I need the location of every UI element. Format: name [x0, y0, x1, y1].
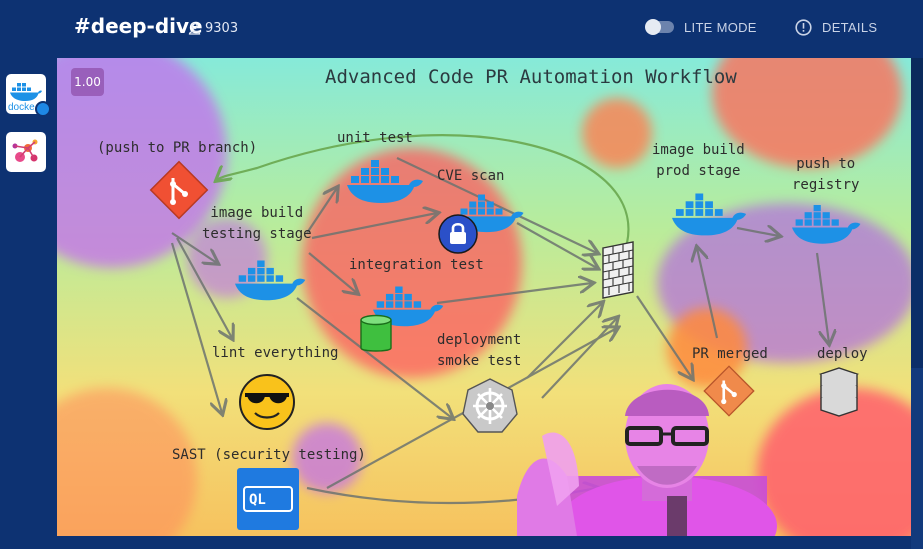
- label-push-pr: (push to PR branch): [97, 140, 258, 156]
- bg-blob: [292, 423, 362, 493]
- codeql-logo: QL: [237, 468, 299, 530]
- label-integration-test: integration test: [349, 257, 484, 273]
- database-icon: [360, 314, 392, 352]
- kubernetes-icon: [462, 378, 518, 433]
- server-icon: [818, 367, 860, 417]
- docker-whale-icon: [792, 205, 861, 244]
- label-image-build-testing: image build testing stage: [202, 205, 312, 242]
- strip-segment: [911, 368, 923, 549]
- toggle-switch[interactable]: [645, 19, 674, 35]
- whiteboard-title: Advanced Code PR Automation Workflow: [325, 66, 737, 88]
- docker-whale-icon: [672, 193, 747, 236]
- label-lint-everything: lint everything: [212, 345, 339, 361]
- toggle-knob: [645, 19, 661, 35]
- viewer-count-value: 9303: [205, 20, 239, 36]
- codeql-text: QL: [249, 492, 266, 508]
- info-icon: [795, 18, 812, 36]
- presenter-webcam: [517, 384, 777, 536]
- lite-mode-toggle[interactable]: LITE MODE: [645, 16, 757, 38]
- label-image-build-prod: image build prod stage: [652, 142, 745, 179]
- workflow-arrows: [170, 134, 911, 505]
- docker-whale-icon: [347, 160, 423, 203]
- label-deployment-smoke: deployment smoke test: [437, 332, 522, 369]
- sidebar-app-docker[interactable]: docke: [6, 74, 51, 117]
- sunglasses-emoji-icon: [239, 374, 295, 430]
- git-merge-icon: [703, 365, 755, 417]
- label-unit-test: unit test: [337, 130, 413, 146]
- git-icon: [149, 160, 209, 220]
- cloud-native-logo-icon: [12, 139, 38, 162]
- right-edge-strip: [911, 58, 923, 549]
- details-label: DETAILS: [822, 19, 878, 35]
- label-cve-scan: CVE scan: [437, 168, 505, 184]
- docker-icon: [10, 83, 42, 101]
- channel-title: #deep-dive: [74, 14, 203, 38]
- person-icon: [188, 22, 201, 35]
- stream-video[interactable]: 1.00 Advanced Code PR Automation Workflo…: [57, 58, 911, 536]
- app-sidebar: docke: [0, 58, 57, 549]
- docker-app-label: docke: [8, 102, 35, 113]
- firewall-icon: [602, 241, 634, 299]
- details-button[interactable]: DETAILS: [795, 16, 877, 38]
- sidebar-app-cloud-native[interactable]: [6, 132, 46, 172]
- label-pr-merged: PR merged: [692, 346, 768, 362]
- label-sast: SAST (security testing): [172, 447, 366, 463]
- viewer-count: 9303: [188, 19, 238, 37]
- lite-mode-label: LITE MODE: [684, 19, 757, 35]
- label-push-registry: push to registry: [792, 156, 860, 193]
- lock-icon: [438, 214, 478, 254]
- label-deploy: deploy: [817, 346, 868, 362]
- zoom-level-badge[interactable]: 1.00: [71, 68, 104, 96]
- channel-header: #deep-dive 9303 LITE MODE DETAILS: [0, 0, 923, 58]
- active-indicator: [35, 101, 51, 117]
- docker-whale-icon: [235, 260, 306, 301]
- bg-blob: [582, 98, 652, 168]
- strip-segment: [911, 58, 923, 110]
